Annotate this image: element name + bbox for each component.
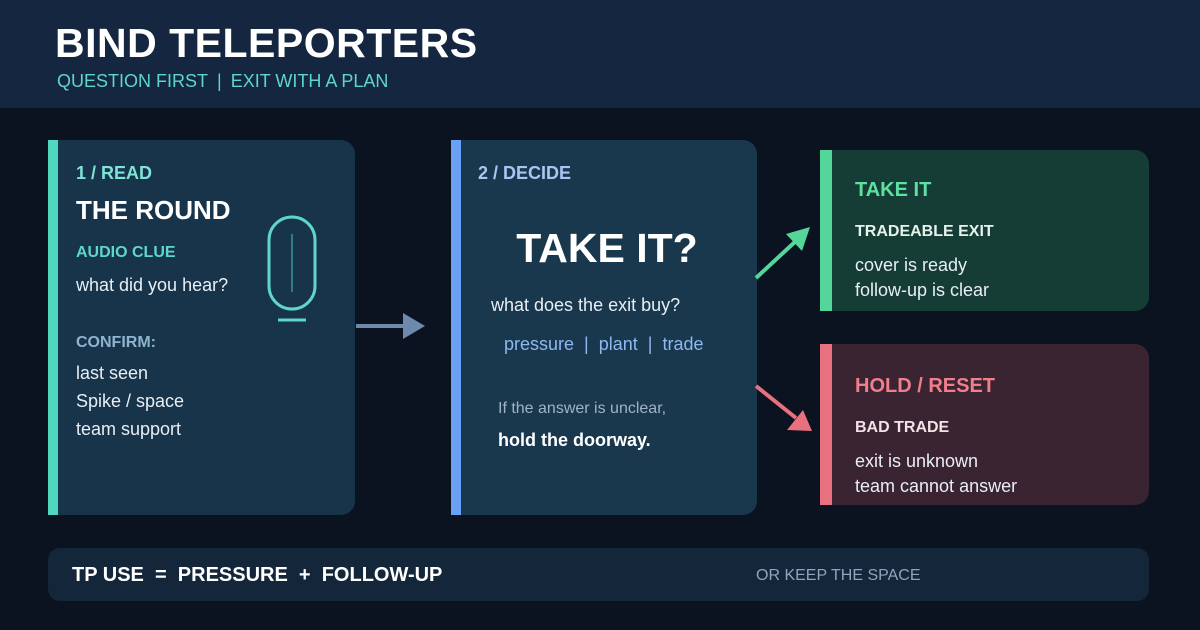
keep-space-note: OR KEEP THE SPACE (756, 567, 921, 584)
decide-note: If the answer is unclear, (498, 400, 667, 417)
exit-options: pressure | plant | trade (504, 334, 703, 355)
hold-reset-heading: HOLD / RESET (855, 375, 996, 397)
option-separator-2: | (647, 334, 653, 354)
audio-clue-label: AUDIO CLUE (76, 244, 176, 261)
take-it-label: TRADEABLE EXIT (855, 223, 994, 240)
decide-card-stripe (451, 140, 461, 515)
audio-capsule-icon (267, 215, 317, 322)
read-to-decide-arrow (356, 313, 425, 339)
summary-bar: TP USE = PRESSURE + FOLLOW-UP OR KEEP TH… (48, 548, 1149, 601)
take-it-line-2: follow-up is clear (855, 280, 990, 300)
decide-card: 2 / DECIDE TAKE IT? what does the exit b… (451, 140, 757, 515)
read-card: 1 / READ THE ROUND AUDIO CLUE what did y… (48, 140, 355, 515)
hold-reset-line-2: team cannot answer (855, 476, 1018, 496)
hold-reset-arrow (754, 384, 812, 431)
audio-clue-question: what did you hear? (76, 275, 229, 295)
take-it-line-1: cover is ready (855, 255, 968, 275)
take-it-stripe (820, 150, 832, 311)
hold-reset-line-1: exit is unknown (855, 451, 979, 471)
hold-reset-label: BAD TRADE (855, 419, 950, 436)
read-step-label: 1 / READ (76, 163, 153, 183)
subtitle-left: QUESTION FIRST (57, 71, 209, 91)
decide-heading: TAKE IT? (516, 225, 698, 271)
tp-use-formula: TP USE = PRESSURE + FOLLOW-UP (72, 564, 443, 586)
take-it-card: TAKE IT TRADEABLE EXIT cover is ready fo… (820, 150, 1149, 311)
take-it-arrow (754, 227, 810, 280)
option-plant: plant (598, 334, 638, 354)
option-pressure: pressure (504, 334, 575, 354)
page-title: BIND TELEPORTERS (55, 20, 478, 66)
take-it-heading: TAKE IT (855, 179, 932, 201)
decide-question: what does the exit buy? (491, 295, 681, 315)
option-separator-1: | (584, 334, 589, 354)
decide-note-strong: hold the doorway. (498, 430, 651, 450)
confirm-label: CONFIRM: (76, 334, 156, 351)
decide-step-label: 2 / DECIDE (478, 163, 572, 183)
header-bar: BIND TELEPORTERS QUESTION FIRST | EXIT WIT… (0, 0, 1200, 108)
read-card-stripe (48, 140, 58, 515)
option-trade: trade (662, 334, 704, 354)
read-heading: THE ROUND (76, 195, 231, 225)
hold-reset-card: HOLD / RESET BAD TRADE exit is unknown t… (820, 344, 1149, 505)
confirm-item-2: Spike / space (76, 391, 185, 411)
hold-reset-stripe (820, 344, 832, 505)
subtitle-separator: | (217, 71, 222, 91)
page-subtitle: QUESTION FIRST | EXIT WITH A PLAN (57, 71, 388, 92)
confirm-item-3: team support (76, 419, 182, 439)
confirm-item-1: last seen (76, 363, 149, 383)
subtitle-right: EXIT WITH A PLAN (230, 71, 389, 91)
